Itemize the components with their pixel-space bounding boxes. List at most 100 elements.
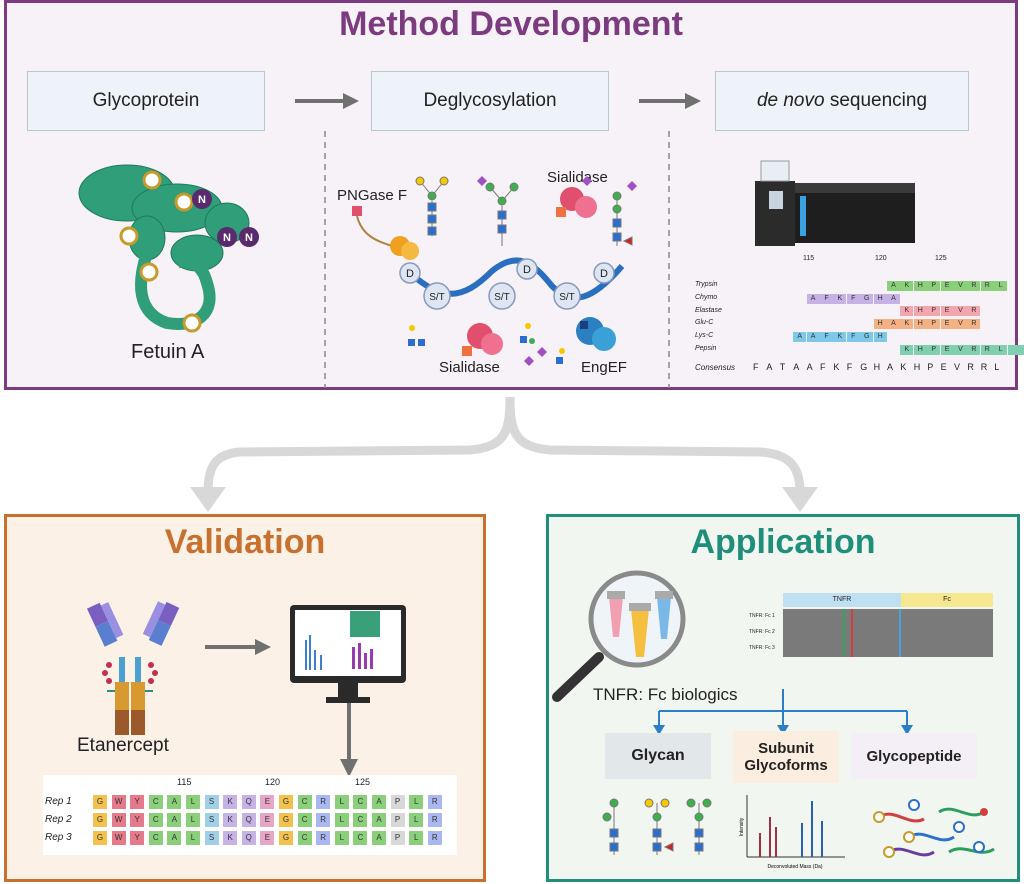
- monitor-icon: [290, 605, 406, 703]
- residue-cell: E: [260, 813, 275, 827]
- step-arrows: [295, 93, 701, 388]
- residue-cell: S: [204, 831, 219, 845]
- rep-label: Rep 1: [45, 796, 72, 807]
- method-development-panel: Method Development Glycoprotein Deglycos…: [4, 0, 1024, 390]
- glycan-tree-icon: [485, 182, 519, 246]
- residue-cell: E: [260, 795, 275, 809]
- coverage-cell: F: [846, 331, 860, 342]
- residue-cell: A: [167, 831, 182, 845]
- residue-cell: R: [316, 831, 331, 845]
- validation-panel: Validation Etanercept 115 120 125 Rep 1 …: [4, 514, 486, 882]
- residue-cell: L: [186, 831, 200, 845]
- coverage-cell: R: [980, 344, 994, 355]
- st-label: S/T: [494, 292, 510, 303]
- residue-cell: G: [279, 813, 293, 827]
- arrow-right-icon: [295, 93, 359, 109]
- residue-cell: L: [409, 795, 424, 809]
- enzyme-row-label: Chymo: [695, 294, 718, 301]
- residue-cell: P: [390, 813, 405, 827]
- coverage-cell: R: [967, 306, 981, 317]
- coverage-cell: A: [887, 281, 900, 291]
- residue-cell: A: [372, 813, 386, 827]
- rep-label: Rep 2: [45, 814, 72, 825]
- coverage-cell: K: [900, 281, 914, 291]
- residue-cell: S: [204, 813, 219, 827]
- coverage-cell: P: [927, 319, 941, 330]
- sialidase-enzyme-icon: [462, 323, 503, 356]
- coverage-cell: E: [940, 319, 954, 330]
- arrow-right-icon: [205, 639, 271, 655]
- method-title: Method Development: [339, 5, 683, 43]
- consensus-residue: H: [913, 362, 921, 372]
- peptide-coverage-table: 115 120 125 Trypsin Chymo Elastase Glu-C…: [695, 255, 1024, 381]
- deconvoluted-spectrum: Deconvoluted Mass (Da) Intensity: [739, 795, 845, 870]
- deglycosylation-scene: D D D S/T S/T S/T: [352, 176, 637, 366]
- consensus-residue: E: [940, 362, 947, 372]
- residue-cell: Y: [130, 795, 145, 809]
- residue-cell: L: [334, 813, 349, 827]
- consensus-residue: A: [793, 362, 800, 372]
- coverage-cell: V: [954, 281, 967, 291]
- consensus-residue: T: [779, 362, 786, 372]
- de-novo-italic: de novo: [756, 90, 825, 111]
- residue-cell: G: [279, 831, 293, 845]
- residue-cell: Q: [241, 831, 256, 845]
- residue-cell: P: [390, 831, 405, 845]
- residue-cell: L: [409, 831, 424, 845]
- coverage-cell: E: [940, 281, 954, 291]
- application-panel: Application TNFR: Fc biologics TNFR Fc T…: [546, 514, 1020, 882]
- residue-cell: A: [167, 813, 182, 827]
- enzyme-row-label: Lys-C: [695, 332, 714, 339]
- consensus-label: Consensus: [695, 363, 736, 372]
- coverage-cell: K: [900, 319, 914, 330]
- sialidase-bottom-label: Sialidase: [439, 359, 500, 376]
- svg-text:N: N: [223, 232, 231, 244]
- residue-cell: C: [353, 831, 368, 845]
- coverage-cell: E: [940, 306, 954, 317]
- coverage-cell: F: [820, 331, 833, 342]
- pngase-enzyme-icon: [352, 206, 419, 260]
- magnifier-icon: [552, 570, 686, 702]
- coverage-cell: P: [927, 344, 941, 355]
- consensus-residue: A: [887, 362, 894, 372]
- d-label: D: [523, 264, 531, 276]
- coverage-cell: H: [873, 331, 887, 342]
- residue-cell: G: [93, 795, 107, 809]
- fetuin-label: Fetuin A: [131, 341, 205, 363]
- tick-label: 115: [803, 255, 815, 262]
- residue-cell: C: [148, 813, 163, 827]
- residue-cell: S: [204, 795, 219, 809]
- etanercept-label: Etanercept: [77, 735, 169, 756]
- residue-cell: R: [427, 813, 442, 827]
- small-glycan-icon: [408, 325, 425, 346]
- consensus-residue: G: [860, 362, 868, 372]
- residue-cell: Q: [241, 795, 256, 809]
- d-node: [399, 262, 421, 284]
- coverage-cell: R: [967, 344, 981, 355]
- consensus-residue: P: [927, 362, 934, 372]
- lane-label: TNFR: Fc 1: [749, 613, 775, 619]
- coverage-cell: L: [994, 281, 1008, 291]
- consensus-residue: A: [766, 362, 773, 372]
- coverage-cell: E: [940, 344, 954, 355]
- residue-cell: L: [334, 795, 349, 809]
- coverage-cell: A: [806, 331, 820, 342]
- enzyme-row-label: Elastase: [695, 307, 722, 314]
- coverage-cell: K: [900, 344, 914, 355]
- mass-spectrometer-icon: [755, 160, 915, 246]
- biologic-label: TNFR: Fc biologics: [593, 685, 738, 704]
- tnfr-domain: TNFR: [783, 593, 901, 607]
- arrow-down-icon: [782, 487, 818, 512]
- coverage-cell: P: [927, 281, 941, 291]
- residue-cell: R: [427, 831, 442, 845]
- residue-cell: A: [167, 795, 182, 809]
- consensus-residue: A: [806, 362, 813, 372]
- glycan-tree-icon: [612, 191, 633, 246]
- coverage-cell: K: [833, 293, 847, 304]
- coverage-cell: R: [967, 281, 981, 291]
- svg-text:N: N: [245, 232, 253, 244]
- step-de-novo-sequencing: de novo sequencing: [715, 71, 969, 131]
- arrow-down-icon: [340, 703, 358, 777]
